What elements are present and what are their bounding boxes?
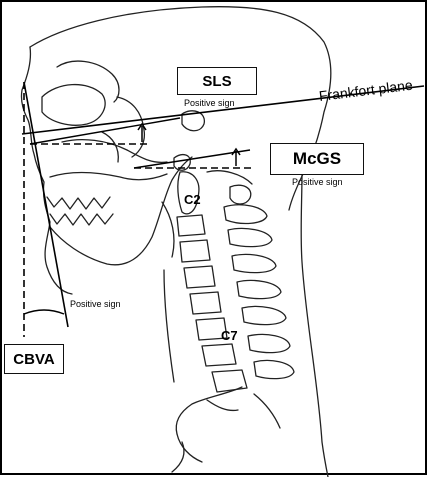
- cranium-outline: [30, 7, 331, 210]
- c7-label: C7: [221, 328, 238, 343]
- sls-label: SLS: [202, 73, 231, 90]
- mcgs-positive-sign: Positive sign: [292, 177, 343, 187]
- sls-positive-sign: Positive sign: [184, 98, 235, 108]
- lower-teeth: [50, 214, 113, 225]
- mcgs-label: McGS: [293, 149, 341, 169]
- cbva-face-line: [24, 82, 68, 327]
- orbit: [42, 85, 105, 126]
- sls-label-box: SLS: [177, 67, 257, 95]
- mcgs-label-box: McGS: [270, 143, 364, 175]
- upper-teeth: [47, 197, 110, 209]
- mcgs-line: [134, 150, 250, 168]
- face-profile: [21, 47, 72, 294]
- c2-label: C2: [184, 192, 201, 207]
- cbva-label-box: CBVA: [4, 344, 64, 374]
- cbva-label: CBVA: [13, 351, 54, 368]
- cbva-angle-arc: [24, 310, 64, 314]
- cbva-positive-sign: Positive sign: [70, 299, 121, 309]
